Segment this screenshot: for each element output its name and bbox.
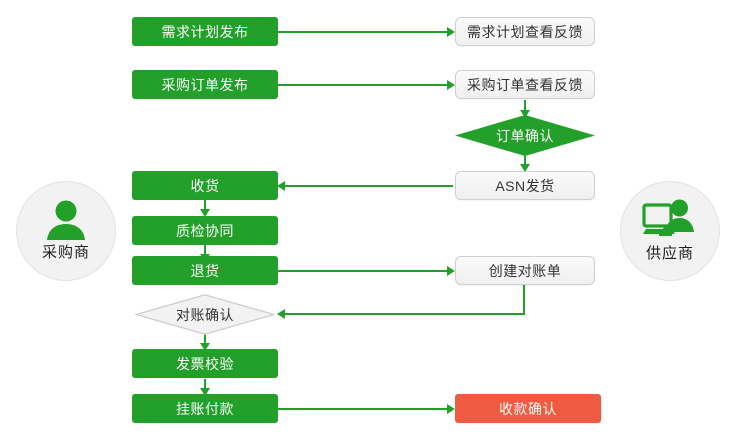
node-label: 对账确认 [176, 306, 234, 323]
node-invoice-check[interactable]: 发票校验 [132, 349, 278, 378]
actor-buyer[interactable]: 采购商 [16, 181, 116, 281]
diamond-shape-icon [133, 294, 277, 335]
node-label: 挂账付款 [176, 400, 234, 417]
node-create-statement[interactable]: 创建对账单 [455, 256, 595, 285]
edge-receive-to-quality-arrow [200, 209, 210, 217]
node-po-publish[interactable]: 采购订单发布 [132, 70, 278, 99]
edge-return-to-statement [277, 270, 449, 272]
node-po-feedback[interactable]: 采购订单查看反馈 [455, 70, 595, 99]
edge-quality-to-return [204, 245, 206, 259]
edge-asn-to-receive-arrow [277, 181, 285, 191]
node-return-goods[interactable]: 退货 [132, 256, 278, 285]
actor-label: 采购商 [41, 244, 90, 261]
node-label: 收货 [190, 177, 220, 194]
edge-invoice-to-payment [204, 379, 206, 393]
edge-demand-plan-arrow [447, 27, 455, 37]
person-icon [43, 200, 89, 240]
edge-confirm-to-asn-arrow [520, 164, 530, 172]
node-quality-collab[interactable]: 质检协同 [132, 216, 278, 245]
edge-statement-down [523, 285, 525, 315]
node-label: 需求计划查看反馈 [467, 23, 583, 40]
node-payment-on-account[interactable]: 挂账付款 [132, 394, 278, 423]
node-demand-plan-publish[interactable]: 需求计划发布 [132, 17, 278, 46]
edge-po-feedback-to-confirm [524, 100, 526, 116]
node-label: 收款确认 [499, 400, 557, 417]
edge-po-publish-arrow [447, 80, 455, 90]
edge-invoice-to-payment-arrow [200, 388, 210, 396]
node-label: 创建对账单 [488, 262, 562, 279]
node-statement-confirm[interactable]: 对账确认 [133, 294, 277, 335]
actor-label: 供应商 [645, 245, 694, 262]
node-label: 退货 [190, 262, 220, 279]
node-label: ASN发货 [495, 177, 555, 194]
node-label: 质检协同 [176, 222, 234, 239]
edge-payment-to-receipt [277, 408, 449, 410]
edge-return-to-statement-arrow [447, 266, 455, 276]
diamond-shape-icon [455, 115, 595, 156]
node-receipt-confirm[interactable]: 收款确认 [455, 394, 601, 423]
node-demand-plan-feedback[interactable]: 需求计划查看反馈 [455, 17, 595, 46]
edge-po-publish [277, 84, 449, 86]
node-label: 需求计划发布 [161, 23, 249, 40]
node-label: 订单确认 [496, 127, 554, 144]
edge-confirm-to-invoice [204, 333, 206, 348]
edge-statement-to-confirm [285, 313, 525, 315]
edge-confirm-to-invoice-arrow [200, 343, 210, 351]
edge-receive-to-quality [204, 200, 206, 214]
actor-supplier[interactable]: 供应商 [620, 181, 720, 281]
edge-demand-plan [277, 31, 449, 33]
node-label: 发票校验 [176, 355, 234, 372]
node-order-confirm[interactable]: 订单确认 [455, 115, 595, 156]
edge-asn-to-receive [285, 185, 453, 187]
node-label: 采购订单发布 [161, 76, 249, 93]
edge-po-feedback-to-confirm-arrow [520, 110, 530, 118]
node-asn-ship[interactable]: ASN发货 [455, 171, 595, 200]
node-label: 采购订单查看反馈 [467, 76, 583, 93]
node-receive-goods[interactable]: 收货 [132, 171, 278, 200]
edge-payment-to-receipt-arrow [447, 404, 455, 414]
edge-statement-to-confirm-arrow [277, 309, 285, 319]
edge-confirm-to-asn [524, 155, 526, 172]
person-computer-icon [642, 199, 698, 241]
